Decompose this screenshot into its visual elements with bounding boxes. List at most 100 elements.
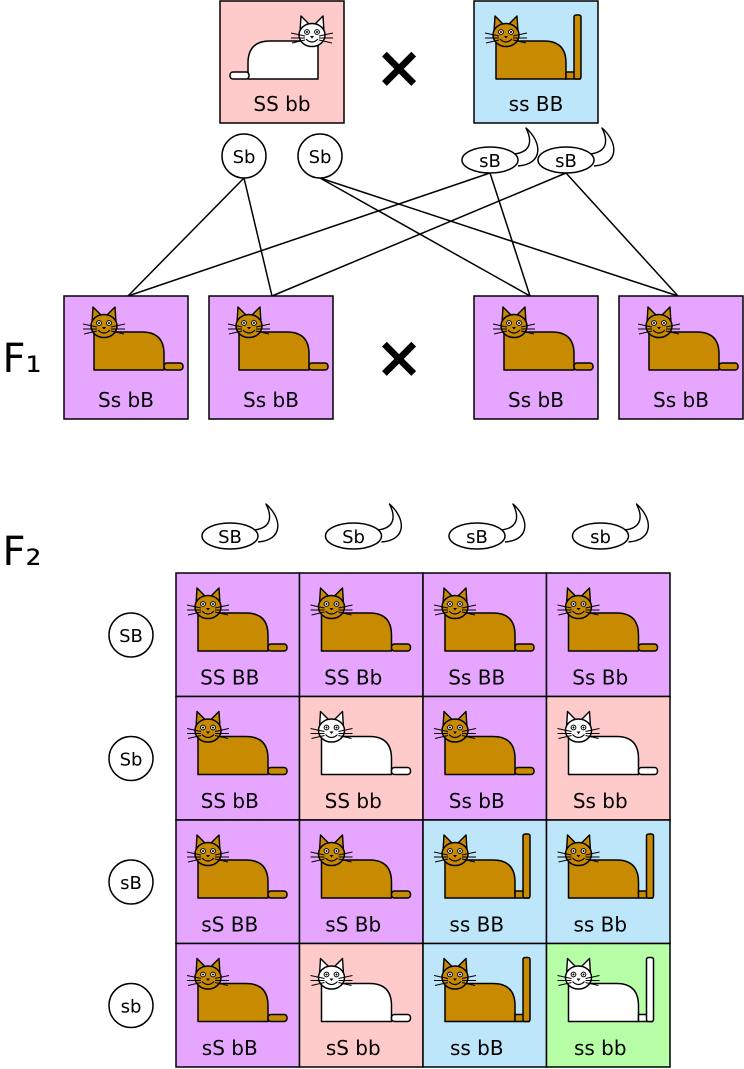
cat-head — [186, 587, 230, 620]
punnett-cell-r3-c4: ss Bb — [545, 819, 671, 945]
punnett-cell-r2-c4: Ss bb — [545, 695, 671, 821]
punnett-cell-r1-c3: Ss BB — [422, 572, 548, 698]
gamete-label: Sb — [120, 750, 143, 771]
fertilization-line — [319, 177, 679, 297]
fertilization-line — [489, 172, 531, 297]
gamete-label: Sb — [233, 147, 256, 168]
cat-body — [567, 859, 640, 899]
fertilization-line — [565, 172, 679, 297]
cat-figure — [186, 587, 288, 652]
punnett-cell-r3-c2: sS Bb — [298, 819, 424, 945]
egg-gamete: sB — [108, 859, 154, 905]
gamete-label: Sb — [342, 527, 365, 548]
genotype-label: sS BB — [201, 913, 258, 937]
cat-head — [557, 587, 600, 620]
cat-head — [433, 957, 477, 990]
genotype-label: SS bB — [201, 789, 259, 813]
gamete-label: sB — [479, 151, 501, 172]
cat-head — [484, 15, 528, 48]
cat-figure — [433, 710, 535, 776]
cat-tail — [390, 643, 412, 652]
genotype-label: Ss Bb — [572, 666, 628, 690]
genotype-label: sS Bb — [325, 913, 381, 937]
cat-body — [93, 331, 165, 371]
cat-tail — [514, 766, 535, 776]
sperm-gamete: sB — [448, 503, 526, 550]
sperm-gamete: Sb — [324, 503, 403, 550]
cat-body — [444, 735, 516, 776]
cat-tail — [573, 362, 594, 371]
punnett-cell-r4-c4: ss bb — [545, 942, 671, 1068]
cat-tail — [718, 362, 739, 371]
cat-tail — [229, 71, 250, 80]
egg-gamete: SB — [108, 612, 154, 658]
fertilization-line — [271, 172, 567, 297]
cat-head — [492, 306, 536, 339]
punnett-cell-r4-c1: sS bB — [175, 942, 301, 1068]
genotype-label: SS bb — [253, 92, 310, 116]
cat-body — [197, 859, 269, 899]
gamete-label: sB — [555, 151, 577, 172]
cat-figure — [186, 957, 288, 1023]
cat-figure — [186, 710, 288, 776]
cat-tail-upright — [522, 833, 531, 899]
cat-figure — [433, 956, 531, 1023]
cat-body — [444, 859, 516, 899]
cross-symbol-f1: × — [375, 323, 424, 391]
egg-gamete: Sb — [297, 133, 343, 179]
cat-figure — [310, 834, 412, 899]
cat-head — [310, 710, 353, 743]
egg-gamete: Sb — [108, 735, 154, 782]
f1-cat-2: Ss bB — [208, 295, 334, 420]
cat-tail — [390, 1013, 412, 1023]
cat-body — [567, 735, 640, 776]
genotype-label: Ss BB — [448, 666, 505, 690]
gamete-label: SB — [119, 626, 143, 647]
cat-body — [247, 40, 319, 80]
cat-figure — [557, 833, 655, 899]
cat-tail-upright — [645, 833, 655, 899]
cat-tail-upright — [573, 14, 582, 80]
cat-tail — [637, 766, 659, 776]
cat-figure — [227, 306, 329, 371]
fertilization-line — [127, 177, 245, 297]
gamete-label: sb — [590, 527, 611, 548]
cat-figure — [433, 587, 535, 652]
punnett-cell-r1-c4: Ss Bb — [545, 572, 671, 698]
sperm-tail — [624, 503, 650, 543]
f1-cat-1: Ss bB — [63, 295, 189, 420]
cat-head — [186, 957, 230, 990]
cat-tail — [637, 643, 659, 652]
cat-figure — [557, 587, 659, 652]
gamete-label: Sb — [309, 147, 332, 168]
genotype-label: ss bB — [450, 1036, 504, 1060]
punnett-cell-r3-c3: ss BB — [422, 819, 548, 945]
cat-body — [320, 859, 393, 899]
genotype-label: ss BB — [509, 92, 564, 116]
cat-tail-upright — [522, 956, 531, 1023]
cat-head — [310, 587, 353, 620]
cat-body — [197, 982, 269, 1023]
cat-figure — [310, 587, 412, 652]
cat-head — [82, 306, 126, 339]
cat-head — [433, 587, 477, 620]
genotype-label: sS bb — [326, 1036, 381, 1060]
parent-cat-female: SS bb — [219, 0, 345, 124]
egg-gamete: sb — [108, 982, 154, 1029]
fertilization-lines — [127, 172, 679, 297]
cat-body — [567, 612, 640, 652]
genotype-label: Ss bB — [243, 388, 299, 412]
cat-body — [495, 40, 567, 80]
cat-body — [503, 331, 575, 371]
sperm-tail — [253, 503, 279, 543]
cat-body — [238, 331, 310, 371]
punnett-cell-r4-c2: sS bb — [298, 942, 424, 1068]
cat-figure — [433, 833, 531, 899]
punnett-cell-r1-c1: SS BB — [175, 572, 301, 698]
cat-figure — [557, 710, 659, 776]
cat-head — [637, 306, 681, 339]
cat-figure — [229, 15, 334, 80]
fertilization-line — [319, 177, 531, 297]
